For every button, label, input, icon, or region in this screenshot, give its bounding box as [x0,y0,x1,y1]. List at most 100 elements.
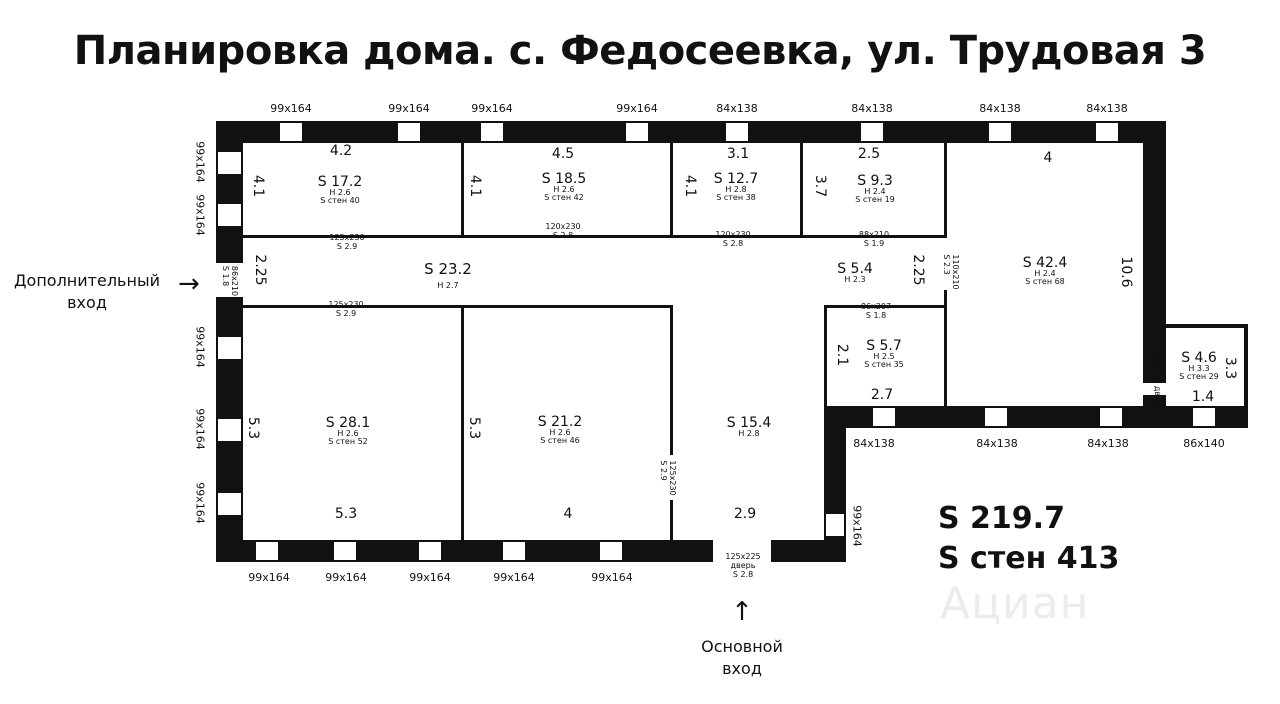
window-b4 [503,542,525,560]
arrow-up-icon: ↑ [731,597,753,627]
dim-2-1: 2.1 [834,343,850,367]
window-l4 [218,419,241,441]
window-t5 [726,123,748,141]
window-t3 [481,123,503,141]
total-walls: S стен 413 [938,541,1120,576]
dim-2-25-b: 2.25 [910,254,926,286]
window-t4 [626,123,648,141]
window-label-l5: 99x164 [193,482,207,524]
dim-2-5: 2.5 [857,146,881,162]
wall-left-upper [216,121,243,263]
dim-4-5: 4.5 [551,146,575,162]
dim-2-9: 2.9 [733,506,757,522]
wall-top [216,121,1166,143]
window-label-e2: 84x138 [853,437,895,450]
wall-v-9 [824,305,827,407]
wall-bottom-left [216,540,713,562]
dim-4-1-a: 4.1 [250,174,266,198]
window-l1 [218,152,241,174]
wall-int-2 [243,305,673,308]
windows [218,123,1215,560]
window-t8 [1096,123,1118,141]
window-b3 [419,542,441,560]
dim-3-3: 3.3 [1222,356,1238,380]
window-t2 [398,123,420,141]
window-label-t8: 84x138 [1086,102,1128,115]
window-label-t4: 99x164 [616,102,658,115]
wall-v-5 [944,290,947,407]
arrow-right-icon: → [178,269,200,299]
window-e4 [1100,408,1122,426]
dim-4-b: 4 [563,506,573,522]
dim-3-7: 3.7 [812,174,828,198]
window-label-l1: 99x164 [193,141,207,183]
page-title: Планировка дома. с. Федосеевка, ул. Труд… [73,28,1207,74]
wall-int-1 [243,235,947,238]
window-e5 [1193,408,1215,426]
wall-v-8 [670,500,673,542]
window-label-l4: 99x164 [193,408,207,450]
window-label-l3: 99x164 [193,326,207,368]
window-t7 [989,123,1011,141]
wall-v-6 [461,305,464,542]
window-l2 [218,204,241,226]
wall-bottom-east [824,406,1248,428]
window-label-t3: 99x164 [471,102,513,115]
wall-right-big [1143,121,1166,383]
window-b5 [600,542,622,560]
window-label-t5: 84x138 [716,102,758,115]
window-e1 [826,514,844,536]
watermark: Ациан [940,578,1090,629]
window-label-e5: 86x140 [1183,437,1225,450]
dim-3-1: 3.1 [726,146,750,162]
window-label-l2: 99x164 [193,194,207,236]
wall-v-3 [800,143,803,238]
wall-v-7 [670,305,673,455]
window-label-e3: 84x138 [976,437,1018,450]
wall-annex-top [1166,324,1248,328]
dim-5-3-a: 5.3 [245,416,261,440]
dim-4-1-b: 4.1 [467,174,483,198]
dim-4-1-c: 4.1 [682,174,698,198]
window-b1 [256,542,278,560]
window-e2 [873,408,895,426]
window-t6 [861,123,883,141]
window-b2 [334,542,356,560]
wall-east-short [824,406,846,562]
window-label-b4: 99x164 [493,571,535,584]
wall-annex-right [1244,324,1248,414]
wall-v-1 [461,143,464,238]
dim-5-3-b: 5.3 [466,416,482,440]
dim-1-4: 1.4 [1191,389,1215,405]
window-label-e1: 99x164 [850,505,864,547]
wall-v-4 [944,143,947,235]
window-label-t2: 99x164 [388,102,430,115]
wall-right-lower-big [1143,395,1166,407]
dim-2-25-a: 2.25 [252,254,268,286]
window-label-b5: 99x164 [591,571,633,584]
window-label-b1: 99x164 [248,571,290,584]
